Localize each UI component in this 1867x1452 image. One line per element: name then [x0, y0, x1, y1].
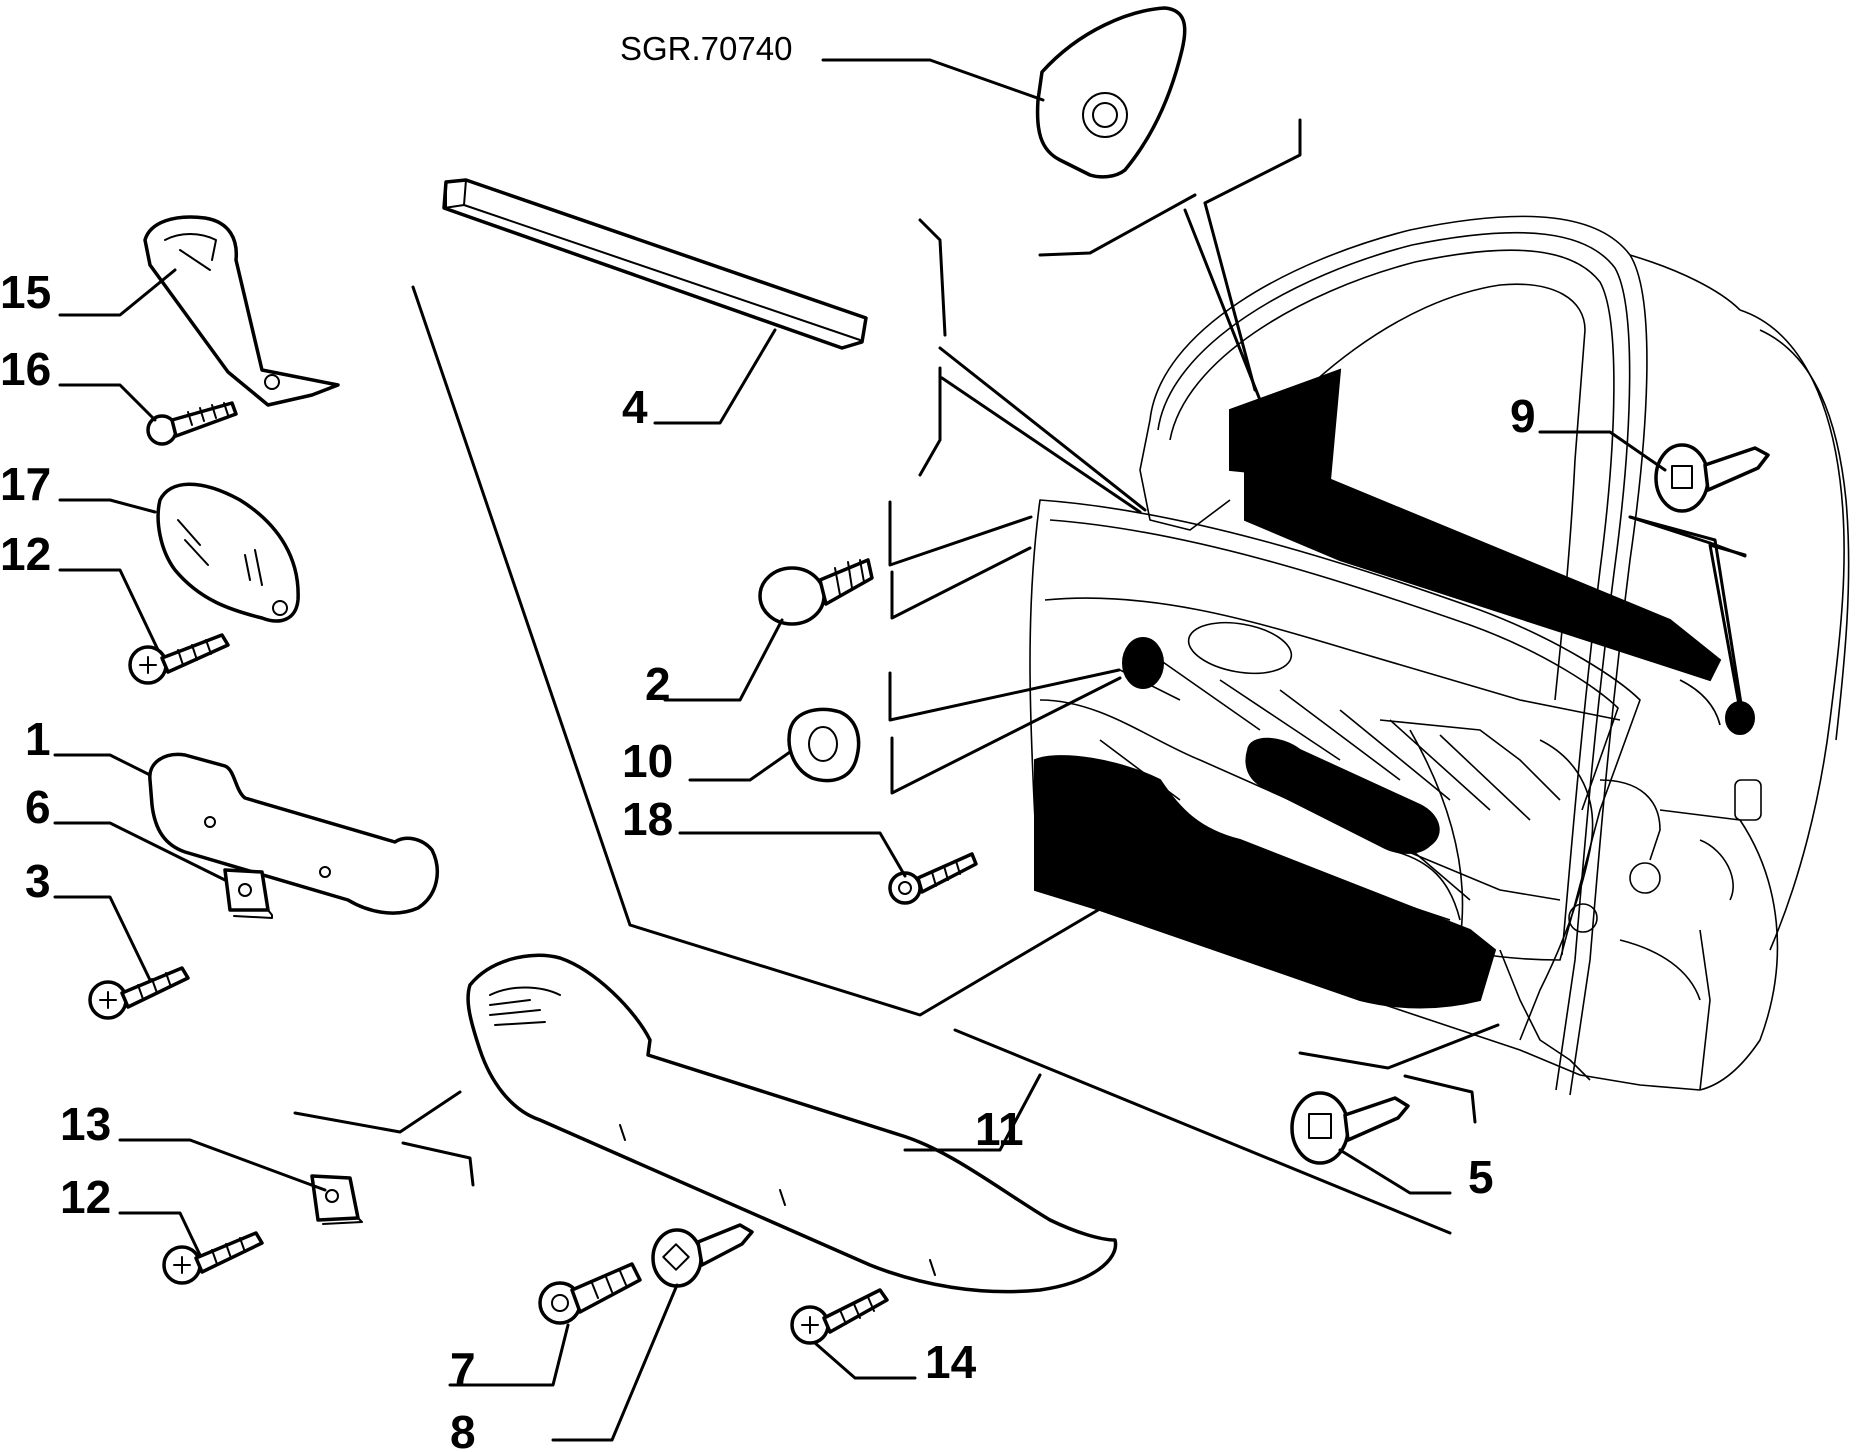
part-10-grommet [787, 707, 861, 783]
label-10: 10 [622, 735, 673, 787]
reference-cover [1035, 6, 1187, 179]
part-5-push-clip [1290, 1091, 1410, 1165]
door-panel [1029, 368, 1755, 1009]
part-12-screw-lower [162, 1231, 264, 1285]
label-2: 2 [645, 658, 671, 710]
label-12-upper: 12 [0, 528, 51, 580]
part-2-clip [758, 558, 874, 626]
label-5: 5 [1468, 1151, 1494, 1203]
callout-labels: SGR.70740 15 16 17 12 1 6 3 4 2 10 18 9 … [0, 30, 1536, 1452]
label-4: 4 [622, 381, 648, 433]
label-6: 6 [25, 781, 51, 833]
part-9-push-clip [1654, 443, 1770, 513]
label-14: 14 [925, 1336, 977, 1388]
label-13: 13 [60, 1098, 111, 1150]
part-6-clip [223, 868, 273, 919]
part-15-bracket [143, 215, 340, 407]
part-13-clip [310, 1174, 363, 1225]
label-17: 17 [0, 458, 51, 510]
label-15: 15 [0, 266, 51, 318]
label-3: 3 [25, 855, 51, 907]
label-9: 9 [1510, 390, 1536, 442]
part-16-bolt [146, 401, 238, 446]
label-12-lower: 12 [60, 1171, 111, 1223]
part-17-cover [156, 482, 300, 623]
part-14-screw [790, 1288, 889, 1345]
part-11-lower-trim [466, 953, 1118, 1294]
part-8-push-clip [651, 1223, 754, 1288]
part-1-handle [148, 752, 440, 915]
label-8: 8 [450, 1406, 476, 1452]
part-3-screw [88, 966, 190, 1020]
leader-lines [53, 58, 1747, 1442]
label-18: 18 [622, 793, 673, 845]
part-12-screw-upper [128, 633, 230, 685]
label-7: 7 [450, 1343, 476, 1395]
part-18-screw [888, 852, 978, 905]
door-frame [1139, 215, 1850, 1096]
label-11: 11 [975, 1103, 1024, 1155]
part-4-strip [442, 178, 868, 350]
reference-code: SGR.70740 [620, 30, 792, 67]
label-16: 16 [0, 343, 51, 395]
part-7-bolt [538, 1262, 642, 1325]
label-1: 1 [25, 713, 51, 765]
